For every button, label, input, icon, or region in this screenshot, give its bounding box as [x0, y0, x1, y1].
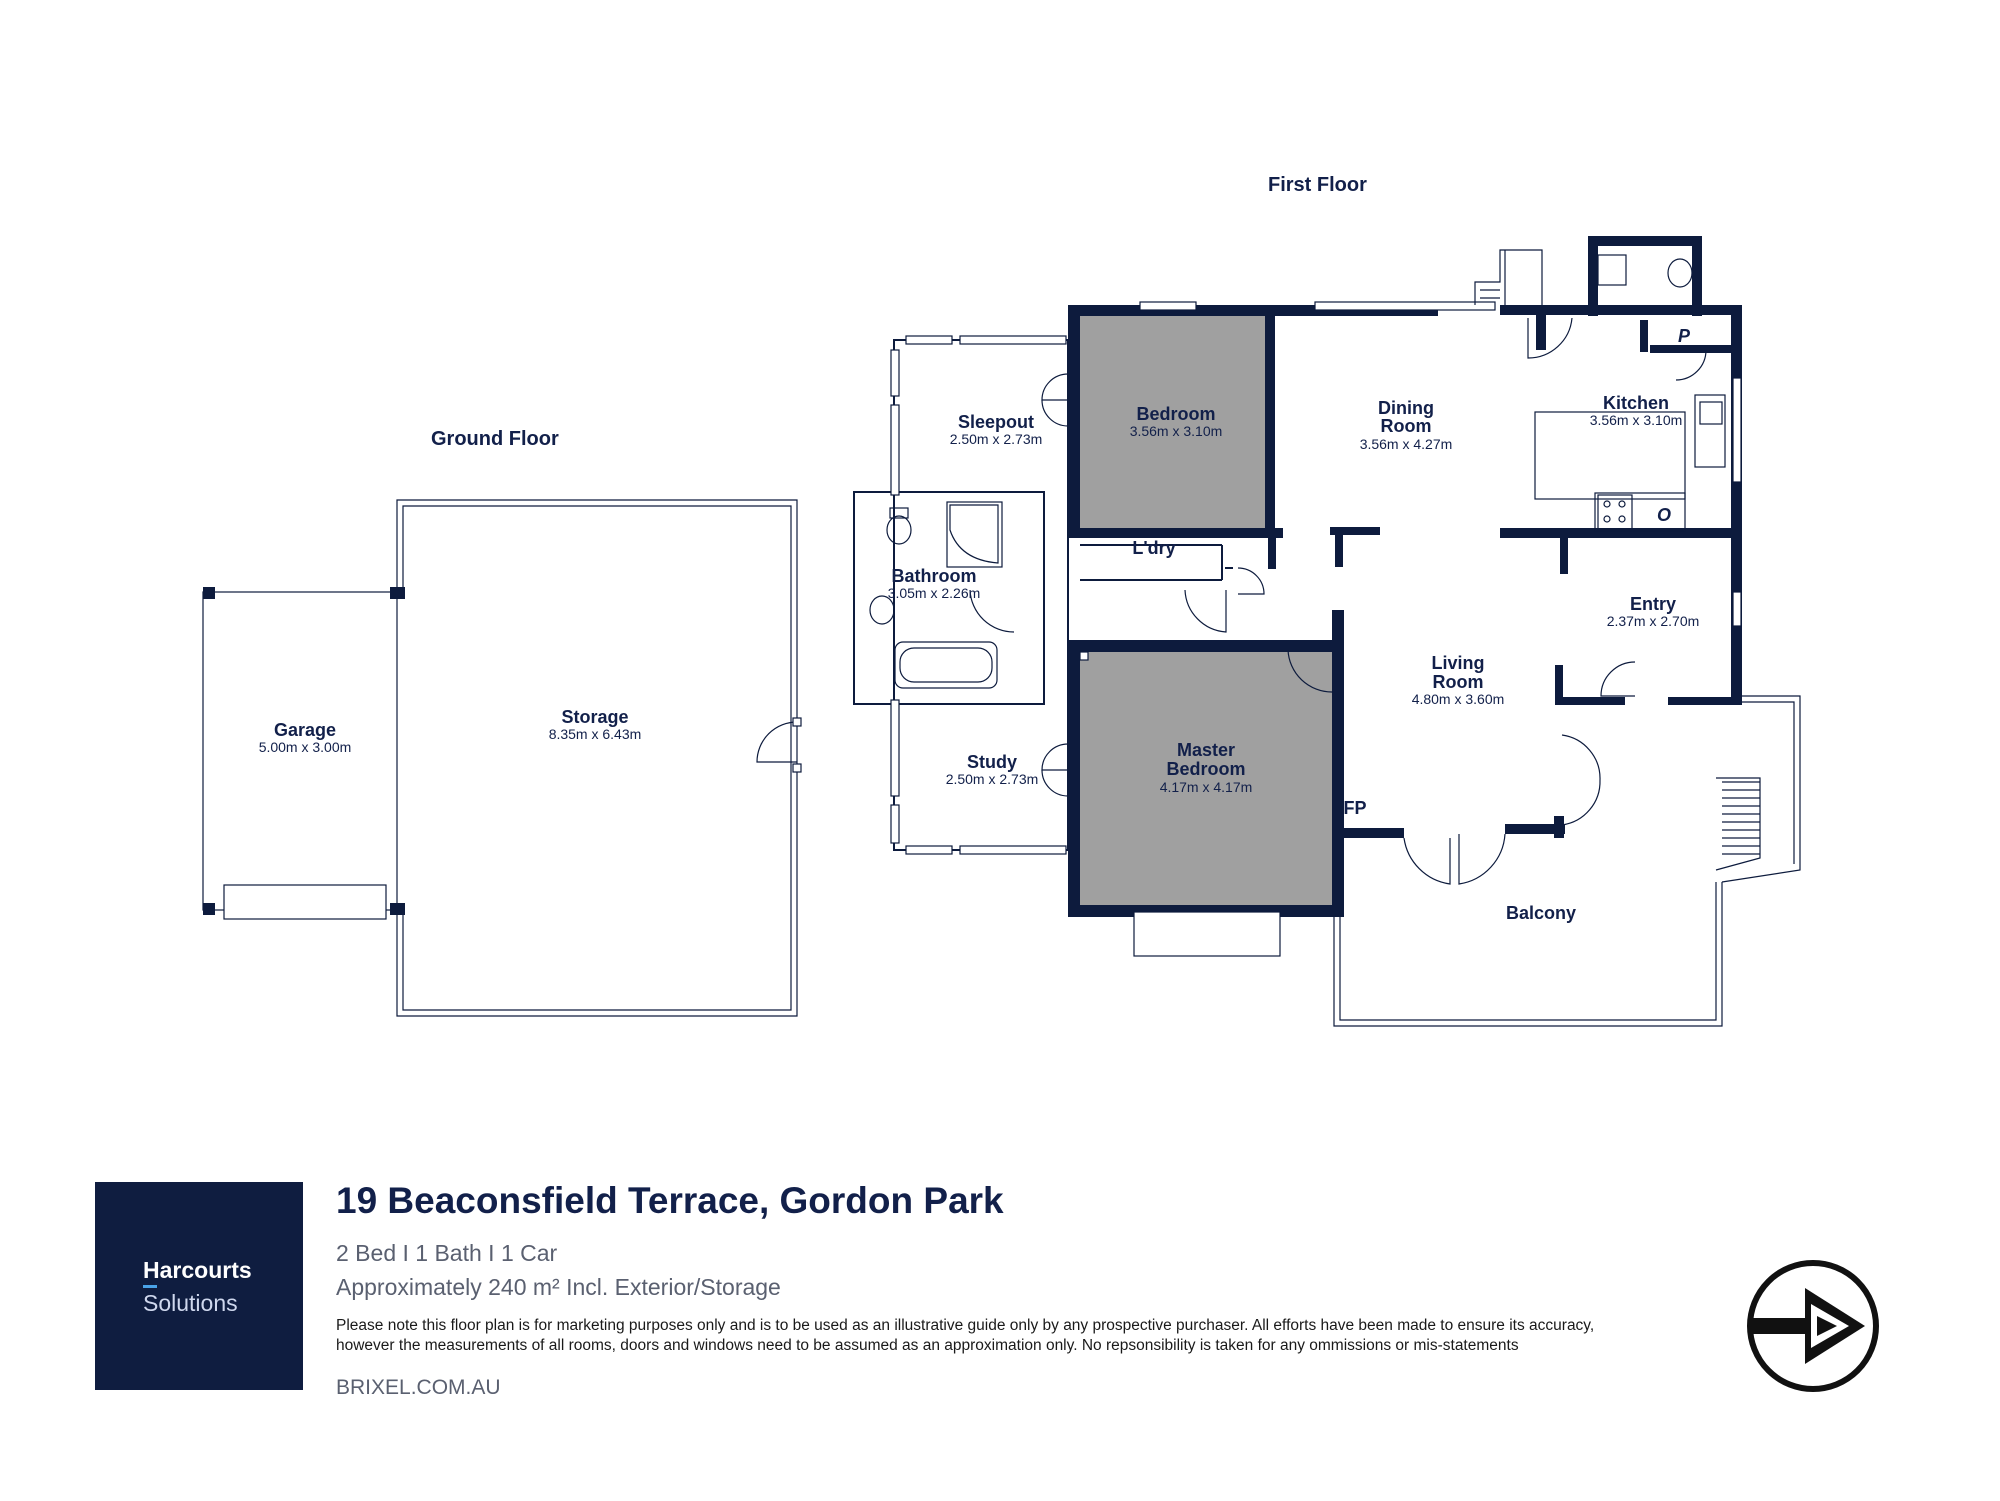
pantry-label: P	[1678, 326, 1691, 346]
storage-name: Storage	[561, 707, 628, 727]
dining-name-2: Room	[1381, 416, 1432, 436]
bedroom-name: Bedroom	[1136, 404, 1215, 424]
disclaimer-line-2: however the measurements of all rooms, d…	[336, 1337, 1519, 1354]
entry-name: Entry	[1630, 594, 1676, 614]
property-summary: 2 Bed I 1 Bath I 1 Car	[336, 1240, 558, 1266]
fireplace-label: FP	[1343, 798, 1366, 818]
master-bedroom-fill	[1080, 651, 1332, 905]
balcony-stairs	[1715, 777, 1761, 871]
master-name-1: Master	[1177, 740, 1235, 760]
property-area: Approximately 240 m² Incl. Exterior/Stor…	[336, 1274, 781, 1300]
living-dims: 4.80m x 3.60m	[1412, 691, 1505, 707]
dining-dims: 3.56m x 4.27m	[1360, 436, 1453, 452]
bedroom-dims: 3.56m x 3.10m	[1130, 423, 1223, 439]
disclaimer-line-1: Please note this floor plan is for marke…	[336, 1317, 1595, 1334]
kitchen-name: Kitchen	[1603, 393, 1669, 413]
bathroom-name: Bathroom	[892, 566, 977, 586]
website-link[interactable]: BRIXEL.COM.AU	[336, 1376, 501, 1399]
dining-name-1: Dining	[1378, 398, 1434, 418]
storage-dims: 8.35m x 6.43m	[549, 726, 642, 742]
first-floor-plan: Bedroom 3.56m x 3.10m Sleepout 2.50m x 2…	[853, 236, 1801, 1027]
first-floor-label: First Floor	[1268, 174, 1367, 196]
property-address: 19 Beaconsfield Terrace, Gordon Park	[336, 1180, 1004, 1221]
sleepout-name: Sleepout	[958, 412, 1034, 432]
entry-dims: 2.37m x 2.70m	[1607, 613, 1700, 629]
master-name-2: Bedroom	[1166, 759, 1245, 779]
master-dims: 4.17m x 4.17m	[1160, 779, 1253, 795]
bedroom-fill	[1080, 314, 1267, 532]
study-name: Study	[967, 752, 1017, 772]
garage-dims: 5.00m x 3.00m	[259, 739, 352, 755]
laundry-label: L'dry	[1132, 538, 1175, 558]
brand-name: Harcourts	[143, 1257, 252, 1283]
living-name-2: Room	[1433, 672, 1484, 692]
kitchen-dims: 3.56m x 3.10m	[1590, 412, 1683, 428]
brand-accent-bar	[143, 1285, 157, 1288]
sleepout-dims: 2.50m x 2.73m	[950, 431, 1043, 447]
balcony-label: Balcony	[1506, 903, 1576, 923]
oven-label: O	[1657, 505, 1671, 525]
ground-floor-plan	[202, 499, 802, 1017]
ground-floor-label: Ground Floor	[431, 428, 559, 450]
study-dims: 2.50m x 2.73m	[946, 771, 1039, 787]
north-arrow-icon	[1747, 1260, 1879, 1392]
garage-name: Garage	[274, 720, 336, 740]
living-name-1: Living	[1432, 653, 1485, 673]
brand-subname: Solutions	[143, 1290, 238, 1316]
brand-logo: Harcourts Solutions	[95, 1182, 303, 1390]
bathroom-dims: 3.05m x 2.26m	[888, 585, 981, 601]
